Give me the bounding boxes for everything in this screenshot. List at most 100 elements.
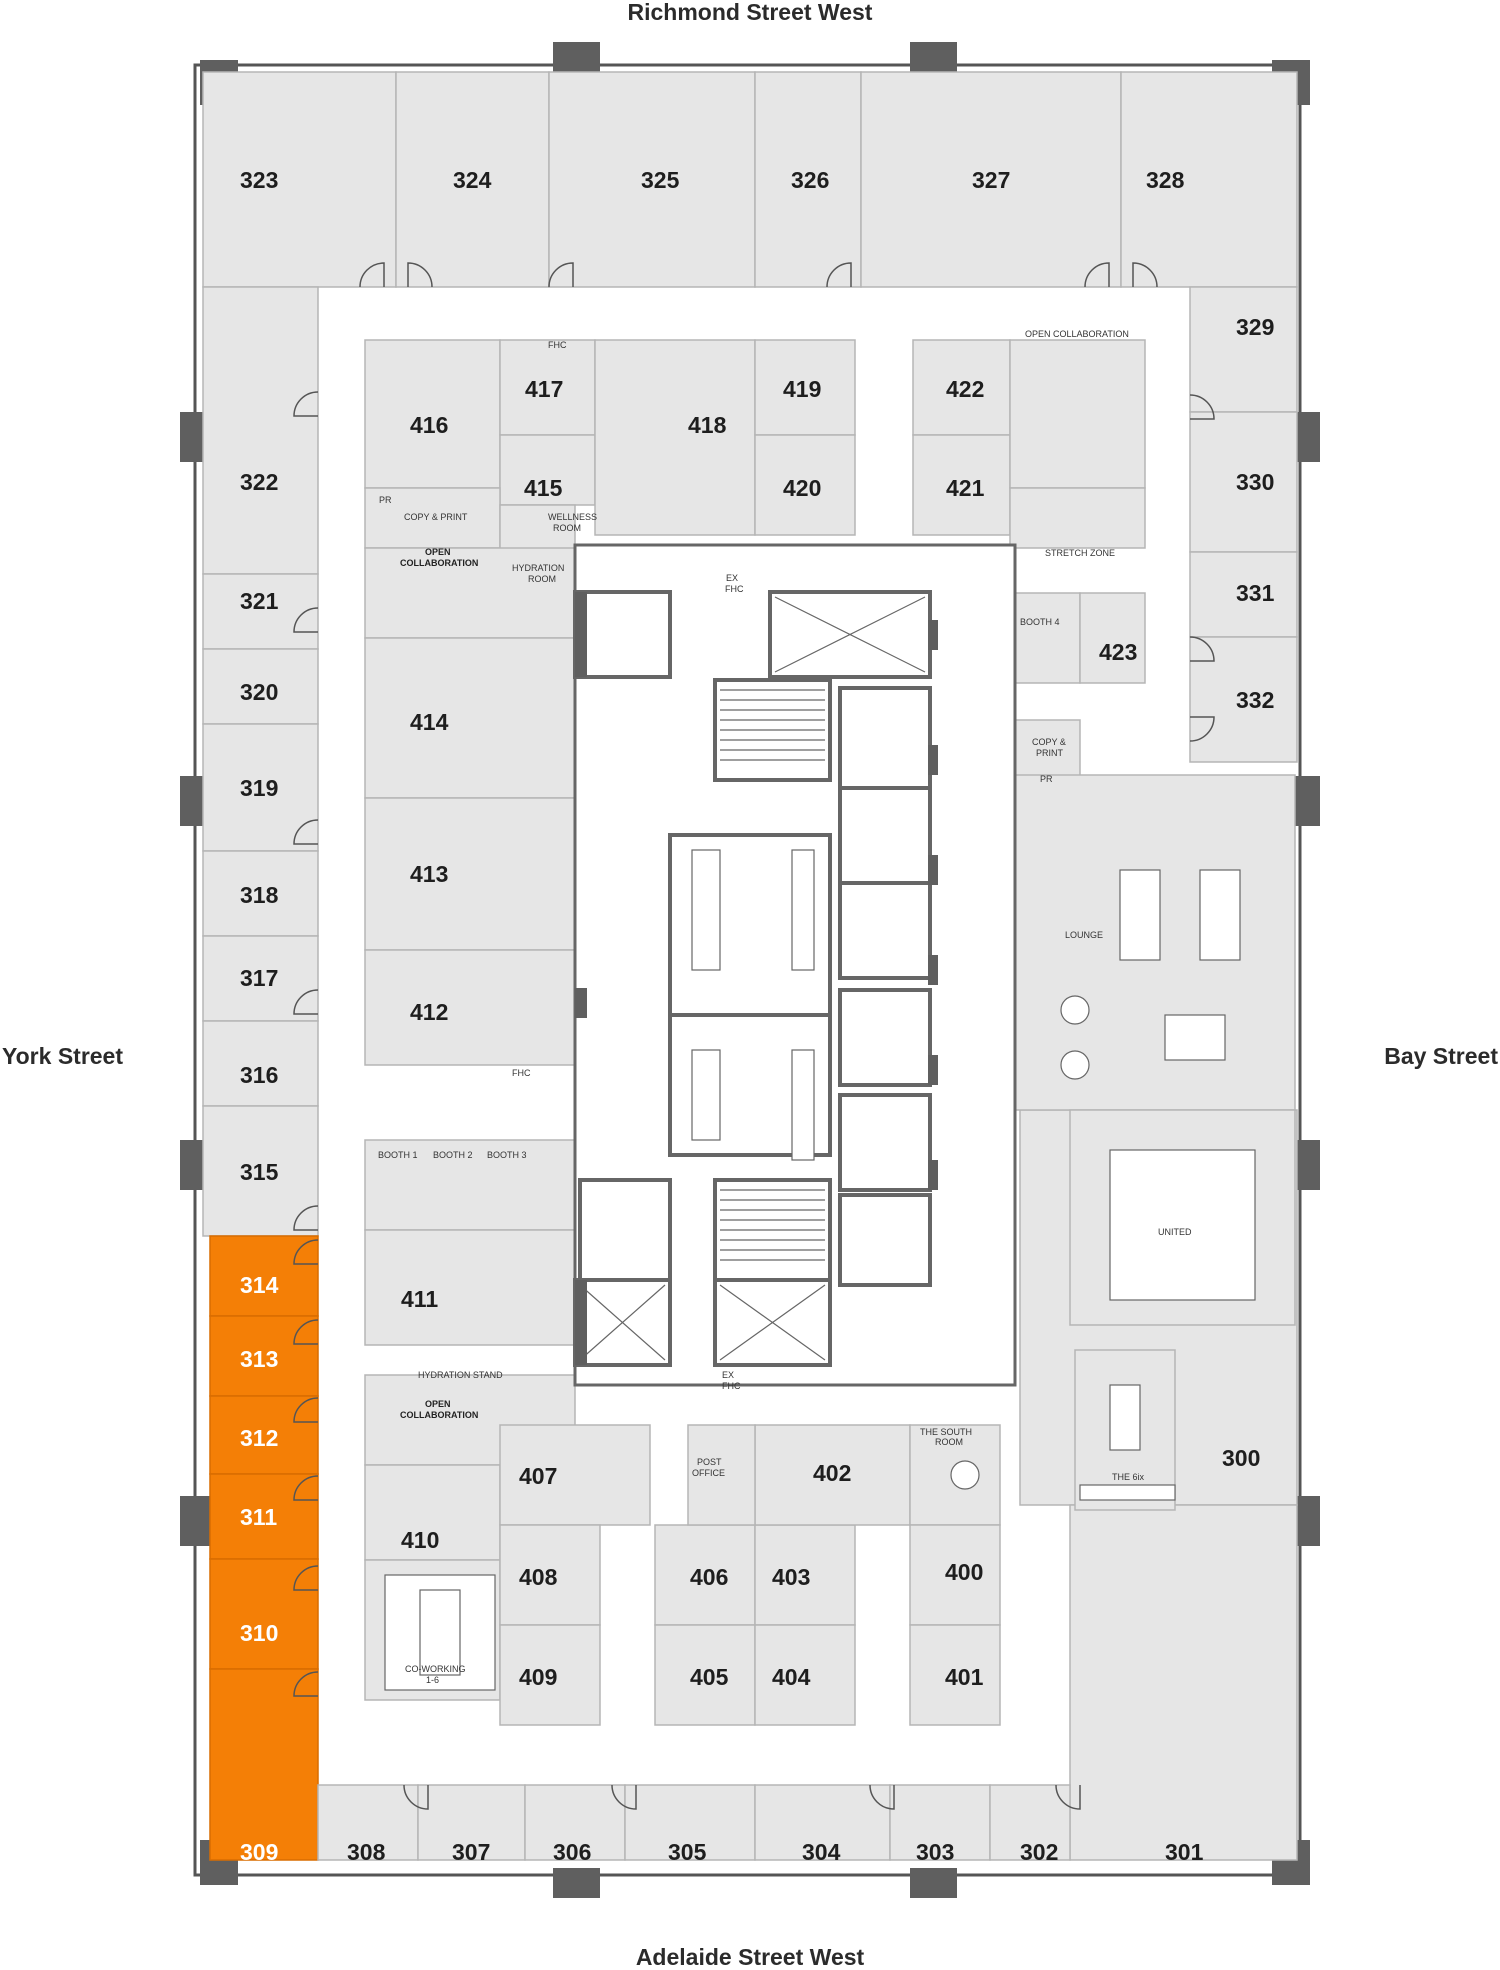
open-collab-south-label-2: COLLABORATION	[400, 1410, 478, 1420]
room-318: 318	[240, 882, 279, 908]
open-collab-label-2: COLLABORATION	[400, 558, 478, 568]
room-302: 302	[1020, 1839, 1058, 1865]
fhc-label-412: FHC	[512, 1068, 531, 1078]
room-414: 414	[410, 709, 449, 735]
room-404: 404	[772, 1664, 811, 1690]
copy-print-label: COPY & PRINT	[404, 512, 468, 522]
ex-label-bottom: EX	[722, 1370, 734, 1380]
south-room-label-1: THE SOUTH	[920, 1427, 972, 1437]
coworking-label-2: 1-6	[426, 1675, 439, 1685]
fhc-label-top: FHC	[725, 584, 744, 594]
six-label: THE 6ix	[1112, 1472, 1145, 1482]
room-410: 410	[401, 1527, 439, 1553]
room-303: 303	[916, 1839, 954, 1865]
copy-print-label-east-2: PRINT	[1036, 748, 1064, 758]
room-325: 325	[641, 167, 680, 193]
room-310: 310	[240, 1620, 278, 1646]
room-409: 409	[519, 1664, 557, 1690]
room-400: 400	[945, 1559, 983, 1585]
room-numbers: 323 324 325 326 327 328 329 330 331 332 …	[240, 167, 1275, 1865]
post-office-label-2: OFFICE	[692, 1468, 725, 1478]
south-room-furniture	[950, 1460, 980, 1490]
east-office-doors	[1189, 394, 1215, 742]
room-326: 326	[791, 167, 829, 193]
room-416: 416	[410, 412, 448, 438]
room-403: 403	[772, 1564, 810, 1590]
room-319: 319	[240, 775, 278, 801]
south-room-label-2: ROOM	[935, 1437, 963, 1447]
room-421: 421	[946, 475, 985, 501]
room-314: 314	[240, 1272, 279, 1298]
room-412: 412	[410, 999, 448, 1025]
south-offices	[317, 1784, 1071, 1861]
room-322: 322	[240, 469, 278, 495]
booth3-label: BOOTH 3	[487, 1150, 527, 1160]
room-306: 306	[553, 1839, 591, 1865]
room-328: 328	[1146, 167, 1185, 193]
copy-print-label-east-1: COPY &	[1032, 737, 1066, 747]
lounge-furniture	[1060, 869, 1241, 1080]
room-415: 415	[524, 475, 563, 501]
post-office-label-1: POST	[697, 1457, 722, 1467]
room-309: 309	[240, 1839, 278, 1865]
pr-label: PR	[379, 495, 392, 505]
open-collab-label-1: OPEN	[425, 547, 451, 557]
hydration-room-label-1: HYDRATION	[512, 563, 564, 573]
south-office-doors	[403, 1784, 1081, 1810]
room-405: 405	[690, 1664, 729, 1690]
south-street-label: Adelaide Street West	[636, 1944, 865, 1970]
core-stubs	[575, 592, 938, 1365]
coworking-label-1: CO-WORKING	[405, 1664, 466, 1674]
booth2-label: BOOTH 2	[433, 1150, 473, 1160]
fhc-label: FHC	[548, 340, 567, 350]
room-320: 320	[240, 679, 278, 705]
open-collab-top-label: OPEN COLLABORATION	[1025, 329, 1129, 339]
room-313: 313	[240, 1346, 278, 1372]
stretch-zone-label: STRETCH ZONE	[1045, 548, 1115, 558]
room-311: 311	[240, 1504, 277, 1530]
booth1-label: BOOTH 1	[378, 1150, 418, 1160]
west-office-doors	[293, 391, 319, 1231]
room-417: 417	[525, 376, 563, 402]
room-323: 323	[240, 167, 278, 193]
west-offices	[202, 286, 319, 1237]
north-office-doors	[359, 262, 1158, 288]
room-411: 411	[401, 1286, 438, 1312]
highlighted-suite-doors	[293, 1239, 319, 1697]
united-label: UNITED	[1158, 1227, 1192, 1237]
room-419: 419	[783, 376, 821, 402]
toilet-stalls	[691, 849, 815, 1161]
north-offices	[202, 71, 1298, 288]
room-301: 301	[1165, 1839, 1204, 1865]
hydration-room-label-2: ROOM	[528, 574, 556, 584]
room-312: 312	[240, 1425, 278, 1451]
pr-label-east: PR	[1040, 774, 1053, 784]
room-423: 423	[1099, 639, 1137, 665]
room-324: 324	[453, 167, 492, 193]
core-stairs	[579, 596, 926, 1361]
room-304: 304	[802, 1839, 841, 1865]
wellness-label-1: WELLNESS	[548, 512, 597, 522]
room-321: 321	[240, 588, 279, 614]
wellness-label-2: ROOM	[553, 523, 581, 533]
room-327: 327	[972, 167, 1010, 193]
room-418: 418	[688, 412, 727, 438]
room-407: 407	[519, 1463, 557, 1489]
highlighted-suites	[209, 1235, 319, 1861]
open-collab-south-label-1: OPEN	[425, 1399, 451, 1409]
west-street-label: York Street	[2, 1043, 123, 1069]
room-422: 422	[946, 376, 984, 402]
hydration-stand-label: HYDRATION STAND	[418, 1370, 503, 1380]
room-401: 401	[945, 1664, 984, 1690]
room-300: 300	[1222, 1445, 1260, 1471]
room-402: 402	[813, 1460, 851, 1486]
room-315: 315	[240, 1159, 279, 1185]
room-331: 331	[1236, 580, 1275, 606]
interior-north-rooms	[364, 339, 1146, 811]
room-316: 316	[240, 1062, 278, 1088]
room-317: 317	[240, 965, 278, 991]
room-406: 406	[690, 1564, 728, 1590]
interior-south-rooms	[499, 1424, 1001, 1726]
